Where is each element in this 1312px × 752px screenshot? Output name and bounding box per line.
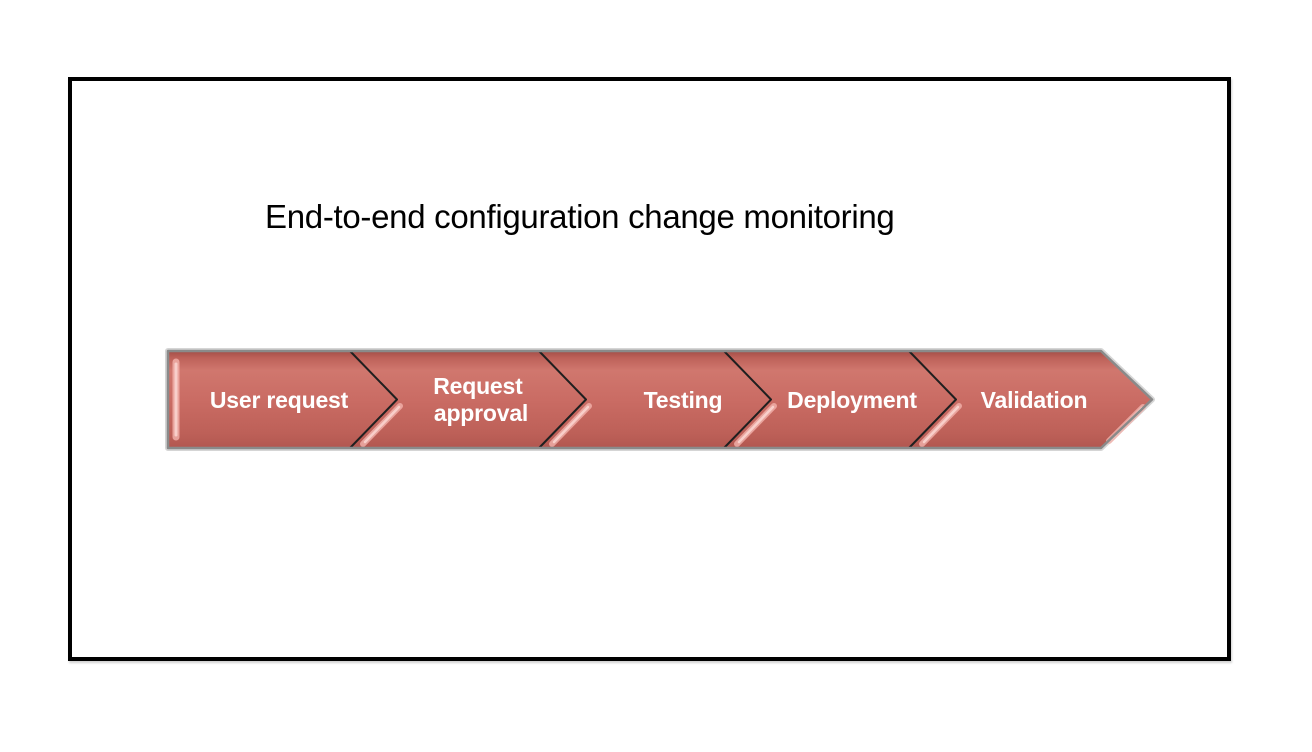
diagram-title: End-to-end configuration change monitori… — [265, 198, 895, 235]
strip-outline — [166, 349, 1154, 450]
stage-shape-deployment — [724, 351, 956, 448]
stage-label-validation: Validation — [981, 387, 1088, 413]
separator-lines — [349, 350, 957, 449]
stage-shape-validation — [909, 351, 1152, 448]
stage-shape-request-approval — [350, 351, 586, 448]
process-arrow-strip: User request Request approval Testing De… — [165, 348, 1155, 451]
stage-label-request-approval: Request approval — [433, 373, 529, 426]
stage-shape-testing — [539, 351, 771, 448]
stage-label-testing: Testing — [644, 387, 723, 413]
stage-label-user-request: User request — [210, 387, 349, 413]
stage-label-deployment: Deployment — [787, 387, 917, 413]
stage-shape-user-request — [168, 351, 397, 448]
diagram-frame: End-to-end configuration change monitori… — [68, 77, 1231, 661]
